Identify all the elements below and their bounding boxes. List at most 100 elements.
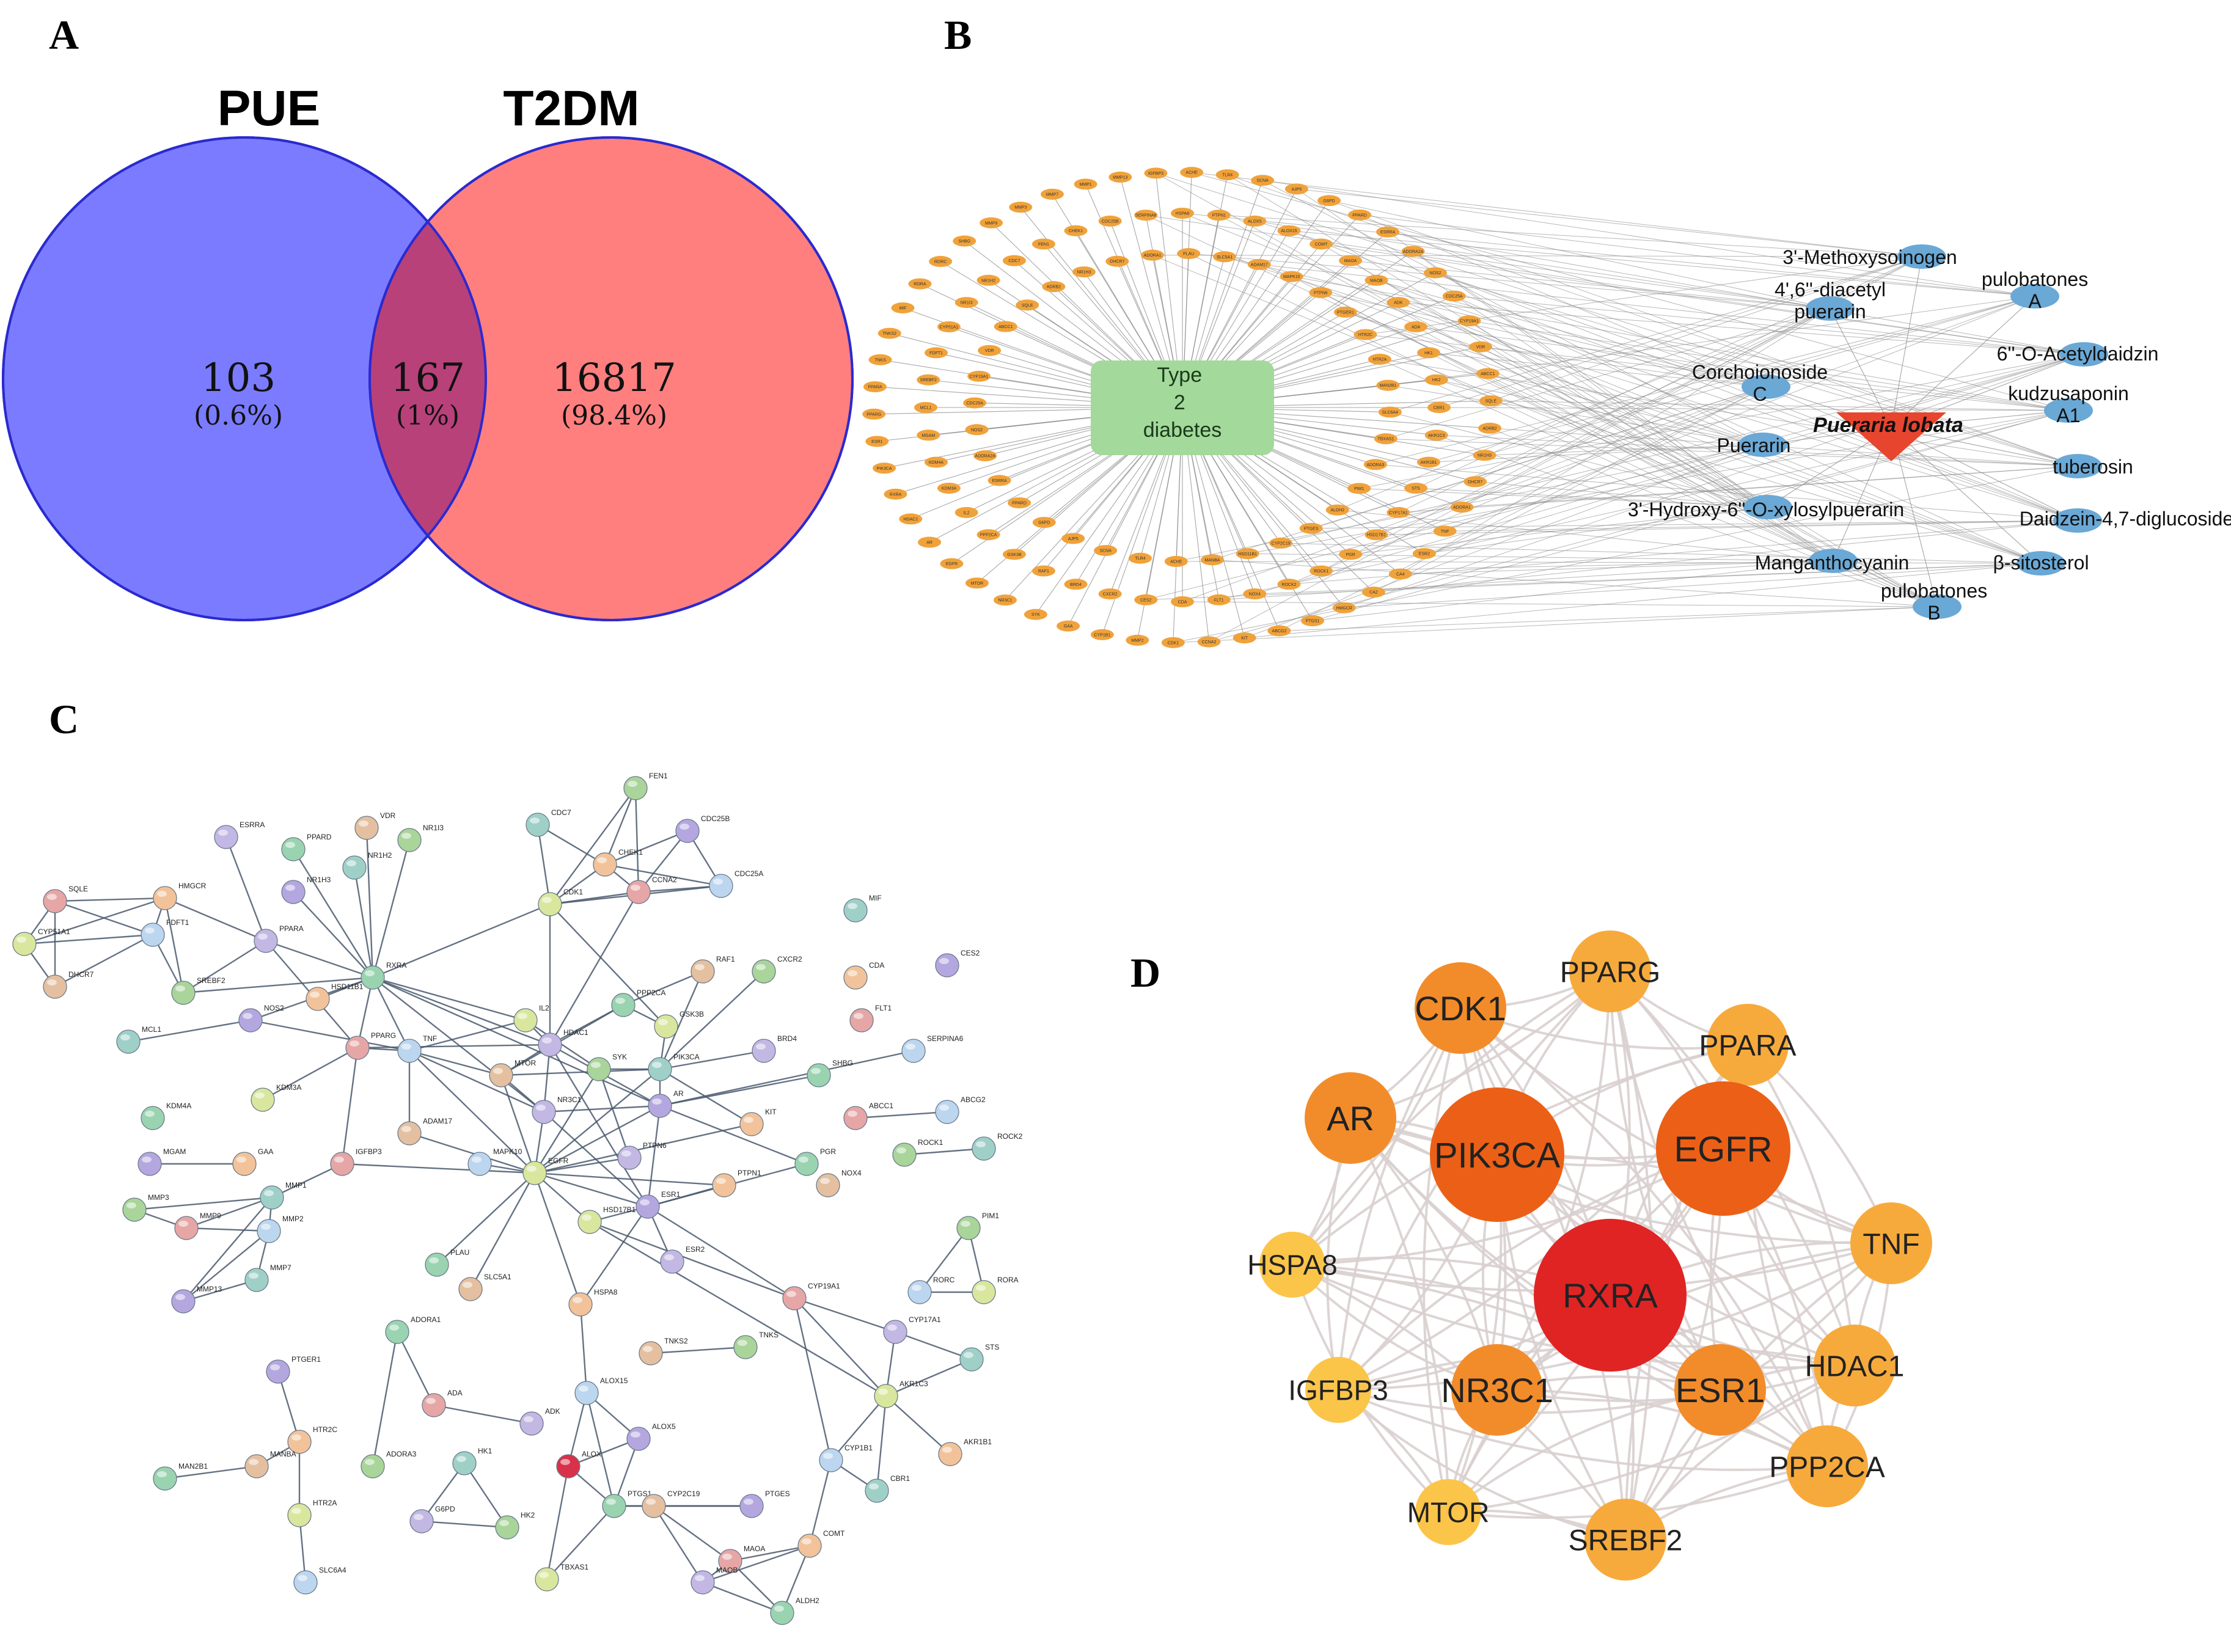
target-label: PIM1	[1354, 487, 1364, 491]
ppi-node-label: TNF	[423, 1034, 437, 1043]
ppi-edge	[409, 1132, 535, 1174]
herb-node-pueraria	[1836, 412, 1946, 461]
ppi-node-label: HTR2A	[313, 1499, 337, 1507]
ppi-edge	[500, 1068, 661, 1076]
ppi-edge	[534, 1069, 661, 1174]
ppi-edge	[271, 1163, 343, 1199]
target-label: MMP7	[1046, 192, 1058, 197]
hub-edge	[1350, 1117, 1856, 1367]
target-label: CDC25A	[1446, 294, 1463, 299]
target-label: TLR4	[1222, 174, 1233, 178]
ppi-node-label: SREBF2	[197, 976, 225, 985]
ppi-node-label: ROCK2	[997, 1132, 1023, 1141]
target-label: PPARD	[1352, 213, 1367, 217]
ppi-node: PIK3CA	[648, 1053, 700, 1081]
target-label: CYP17A1	[1389, 511, 1408, 515]
venn-left-title: PUE	[218, 81, 321, 136]
ppi-node-label: PPP2CA	[637, 989, 665, 997]
target-label: MMP9	[985, 221, 997, 225]
ppi-node: TNKS	[733, 1331, 778, 1359]
target-node: PGR	[1339, 549, 1363, 560]
target-node: HSD17B1	[1365, 529, 1388, 541]
ppi-node-label: ROCK1	[918, 1138, 943, 1147]
ppi-node: MIF	[843, 894, 882, 923]
ppi-edge	[919, 1227, 969, 1293]
ppi-node-label: KIT	[765, 1108, 777, 1116]
target-node: MMP1	[1074, 178, 1097, 190]
ppi-node-label: RAF1	[716, 955, 735, 963]
target-label: ACHE	[1185, 171, 1198, 175]
target-node: IL2	[954, 506, 978, 518]
target-label: MAPK10	[1283, 275, 1300, 279]
ppi-node: STS	[959, 1343, 999, 1372]
target-node: FDFT1	[925, 347, 948, 359]
target-label: MAOB	[1370, 279, 1383, 283]
ppi-edge	[183, 1197, 273, 1302]
target-label: CBR1	[1434, 406, 1445, 411]
ppi-edge	[54, 900, 153, 936]
ppi-node: GSK3B	[654, 1010, 704, 1039]
target-node: CA2	[1361, 587, 1385, 598]
ppi-edge	[534, 1157, 630, 1174]
ppi-edge	[525, 1020, 599, 1070]
target-label: CA4	[1396, 572, 1405, 577]
ppi-edge	[885, 1358, 972, 1397]
target-label: SCNA	[1256, 179, 1269, 183]
target-label: TNKS2	[882, 332, 896, 336]
target-node: MMP13	[1108, 171, 1132, 183]
target-node: CES2	[1134, 594, 1158, 605]
ppi-edge	[730, 1560, 783, 1614]
ppi-edge	[855, 1111, 948, 1119]
ppi-edge	[365, 827, 374, 978]
compound-label: tuberosin	[2053, 456, 2133, 478]
ppi-node: MAOB	[691, 1566, 738, 1595]
compound-node: Manganthocyanin	[1755, 549, 1909, 574]
ppi-node-label: STS	[985, 1343, 999, 1351]
ppi-node-label: MANBA	[270, 1450, 296, 1458]
ppi-edge	[409, 1019, 526, 1052]
target-node: CHEK1	[1064, 225, 1088, 236]
ppi-node: EGFR	[522, 1157, 569, 1185]
target-label: FEN1	[1038, 243, 1049, 247]
target-label: HK2	[1432, 378, 1441, 382]
target-node: NR1H3	[1072, 266, 1096, 278]
target-node: ESR1	[865, 436, 889, 447]
ppi-edge	[781, 1545, 811, 1614]
target-label: GAA	[1064, 624, 1073, 629]
target-node: TBXAS1	[1374, 433, 1398, 445]
ppi-node: CDC25A	[709, 869, 763, 898]
target-label: COMT	[1315, 243, 1328, 247]
hub-node: ESR1	[1674, 1344, 1766, 1436]
ppi-node-label: RXRA	[386, 961, 406, 970]
ppi-node-label: CDC25B	[701, 814, 730, 823]
hub-node-label: CDK1	[1415, 989, 1506, 1028]
ppi-edge	[128, 1019, 251, 1043]
target-label: SLC6A4	[1382, 411, 1398, 415]
ppi-node-label: HK1	[478, 1447, 493, 1455]
ppi-node-label: PGR	[820, 1147, 836, 1156]
ppi-node-label: SLC5A1	[484, 1273, 511, 1281]
hub-node-label: PPP2CA	[1769, 1451, 1885, 1483]
target-node: TLR4	[1215, 169, 1239, 181]
ppi-node: KDM3A	[251, 1083, 301, 1112]
ppi-edge	[409, 1050, 544, 1113]
compound-node: Puerarin	[1717, 433, 1790, 457]
ppi-node: MAPK10	[467, 1147, 522, 1176]
target-label: AR	[926, 541, 932, 545]
venn-left-count: 103	[201, 356, 276, 401]
ppi-node-label: CDA	[869, 961, 884, 970]
ppi-node-label: ESRRA	[240, 821, 265, 829]
ppi-node-label: FDFT1	[166, 918, 189, 927]
ppi-node: KIT	[739, 1108, 777, 1136]
ppi-node-label: COMT	[823, 1529, 845, 1538]
ppi-node-label: AKR1C3	[899, 1380, 928, 1388]
ppi-node-label: PTGS1	[628, 1489, 652, 1498]
ppi-node-label: ADAM17	[423, 1117, 452, 1125]
target-node: MMP3	[1009, 202, 1033, 213]
target-node: CDC25A	[1442, 290, 1466, 302]
target-label: ADORA2A	[975, 455, 995, 459]
target-node: ADRB2	[1478, 422, 1502, 434]
panel-b-network: B ACHETLR4SCNAAJP5G6PDPPARDESRRAADORA2AN…	[862, 12, 2231, 648]
